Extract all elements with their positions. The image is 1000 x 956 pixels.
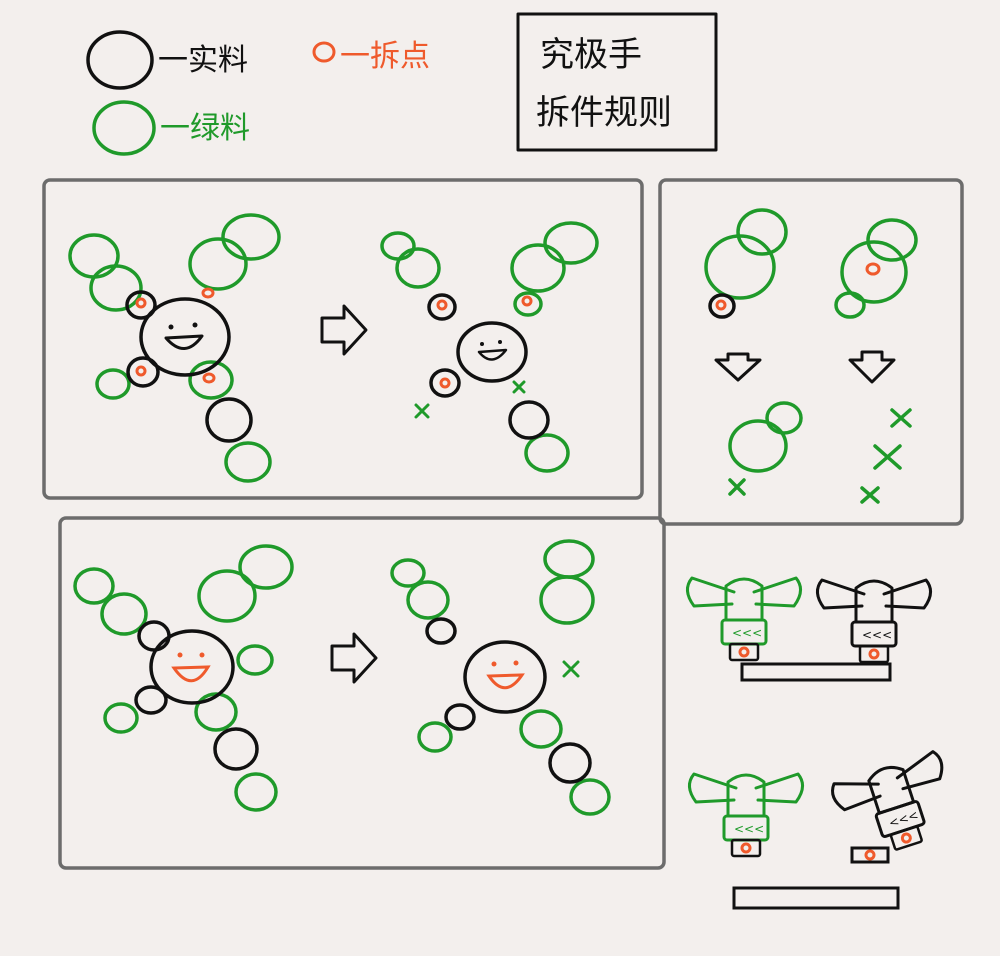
x-mark-icon	[512, 380, 526, 394]
chevron-label: <<<	[732, 626, 762, 640]
chevron-label: <<<	[862, 628, 892, 642]
gate-point	[864, 849, 876, 861]
tl-after	[380, 221, 599, 473]
hollow-arrow-icon	[714, 352, 762, 382]
hollow-arrow-icon	[320, 304, 368, 356]
smiley-face-icon	[164, 322, 204, 350]
legend: 一实料 一绿料 一拆点	[86, 30, 430, 156]
title-box: 究极手 拆件规则	[516, 12, 718, 152]
x-mark-icon	[890, 408, 912, 428]
legend-sprue-label: 一绿料	[160, 111, 250, 146]
title-line-1: 究极手	[540, 35, 642, 75]
drone-device-icon: <<<	[831, 750, 944, 851]
drone-device-icon: <<<	[688, 772, 804, 858]
ground-platform	[740, 662, 892, 682]
hollow-arrow-icon	[330, 632, 378, 684]
legend-gate-label: 一拆点	[340, 39, 430, 74]
panel-top-right	[658, 178, 964, 526]
smiley-face-icon	[486, 660, 525, 690]
x-mark-icon	[860, 486, 880, 504]
tr-content	[704, 208, 918, 504]
legend-solid-circle	[86, 30, 154, 90]
drone-device-icon: <<<	[686, 576, 802, 662]
bl-before	[73, 544, 294, 812]
bl-after	[390, 539, 611, 816]
drone-device-icon: <<<	[816, 578, 932, 664]
legend-solid-label: 一实料	[158, 43, 248, 78]
tl-before	[68, 213, 281, 483]
legend-sprue-circle	[92, 100, 156, 156]
hollow-arrow-icon	[848, 350, 896, 384]
x-mark-icon	[562, 660, 580, 678]
title-line-2: 拆件规则	[536, 93, 672, 133]
x-mark-icon	[873, 444, 902, 470]
x-mark-icon	[414, 403, 430, 419]
smiley-face-icon	[171, 652, 211, 683]
panel-top-left	[42, 178, 644, 500]
chevron-label: <<<	[734, 822, 764, 836]
panel-bottom-left	[58, 516, 666, 870]
x-mark-icon	[728, 478, 746, 496]
legend-gate-circle	[312, 41, 336, 63]
drone-illustrations: <<< <<< <<< <<<	[686, 576, 944, 910]
detached-part	[850, 846, 890, 864]
smiley-face-icon	[477, 340, 508, 361]
ground-platform	[732, 886, 900, 910]
